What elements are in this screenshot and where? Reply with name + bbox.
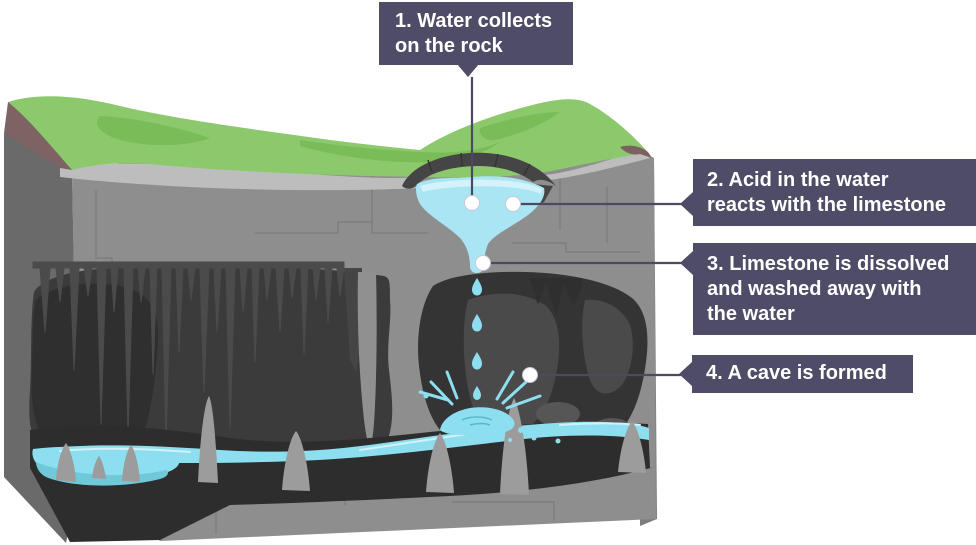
callout-step-1-line-1: 1. Water collects [395,10,553,32]
cave-wall-patch [582,299,633,394]
callout-pointer-down [457,64,479,77]
callout-step-4: 4. A cave is formed [679,355,913,393]
connector-dot-3 [475,255,491,271]
callout-step-2-line-2: reacts with the limestone [707,194,946,216]
cave-shadow [31,283,159,450]
stalactite-thick [344,268,362,372]
callout-step-4-line-1: 4. A cave is formed [706,362,887,384]
water-splash [418,370,561,444]
connector-lines [470,77,684,377]
weathered-rock-band-right [545,152,650,180]
soil-strip-right [620,145,652,158]
connector-dots [464,195,538,383]
callout-step-2-line-1: 2. Acid in the water [707,169,889,191]
water-drops [472,278,482,401]
connector-dot-4 [522,367,538,383]
splash-detail [461,416,493,426]
connector-dot-1 [464,195,480,211]
callout-pointer-left [680,192,693,216]
soil-strip-left [4,102,72,170]
callout-step-1: 1. Water collects on the rock [379,2,573,77]
connector-dot-2 [505,196,521,212]
callout-step-3: 3. Limestone is dissolved and washed awa… [680,243,976,335]
callout-pointer-left [680,251,693,275]
cave-left-chamber [29,261,393,467]
callout-step-3-line-2: and washed away with [707,278,922,300]
stalactites [32,261,345,443]
splash-droplets [423,393,561,444]
callout-step-3-line-1: 3. Limestone is dissolved [707,253,950,275]
callout-step-1-line-2: on the rock [395,35,503,57]
callout-step-3-line-3: the water [707,303,795,325]
grass-dark-patch [96,116,210,146]
splash-pool [440,407,515,436]
weathered-rock-band [60,163,420,191]
grass-dark-patch [479,112,560,141]
stalactite-column [357,272,377,448]
callout-pointer-left [679,362,692,386]
splash-spray [418,370,542,410]
stalactites-small [530,278,582,316]
callout-step-2: 2. Acid in the water reacts with the lim… [680,159,976,226]
water-pool-highlight [420,179,542,194]
